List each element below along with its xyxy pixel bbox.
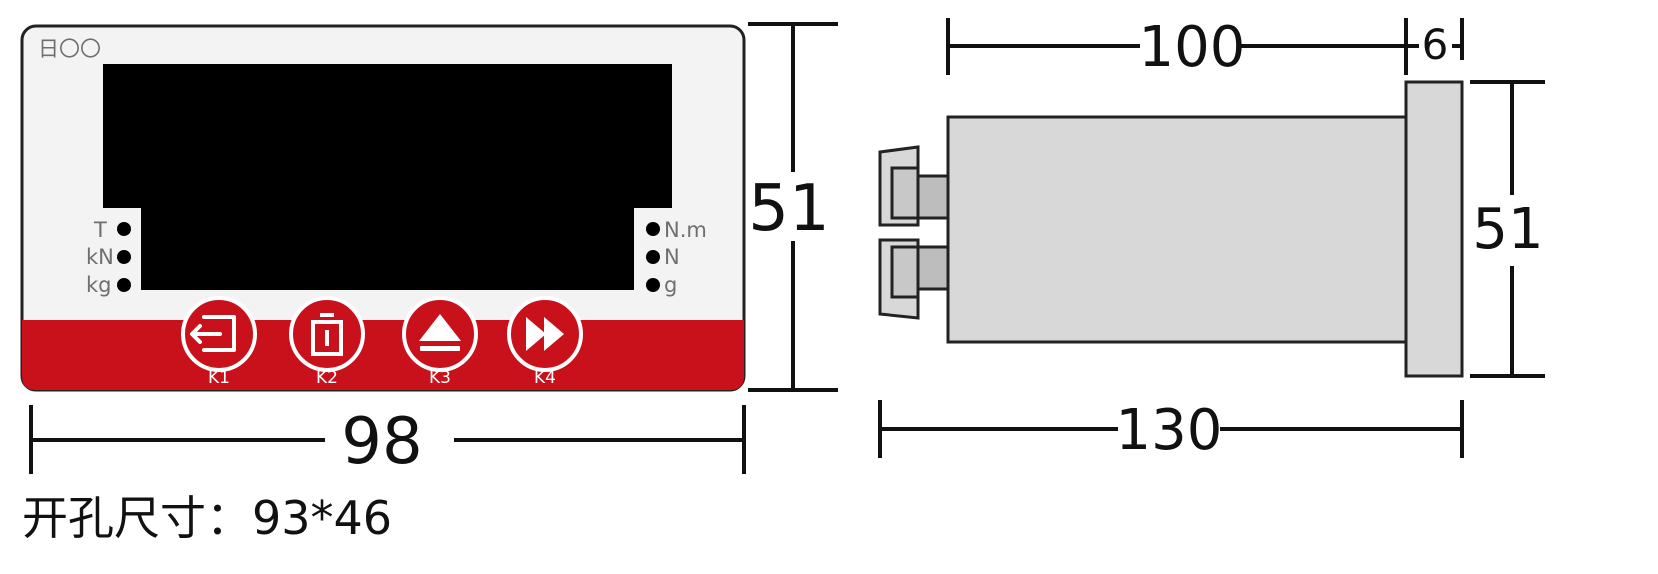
right-indicator-group: N.m N g [646,218,707,297]
side-body-length-value: 100 [1139,15,1246,80]
upper-connector [878,145,950,227]
front-width-dimension: 98 [29,405,746,479]
enter-icon [190,315,236,352]
side-height-value: 51 [1472,197,1543,262]
k2-label: K2 [316,368,338,388]
front-height-dimension: 51 [748,22,838,392]
key-k2[interactable]: K2 [289,296,365,388]
side-view [878,80,1464,378]
cutout-size-label: 开孔尺寸： [22,491,252,545]
front-flange [1404,80,1464,378]
indicator-led-kn [117,250,131,264]
key-k1[interactable]: K1 [181,296,257,388]
tare-icon [311,313,343,356]
left-indicator-group: T kN kg [86,218,131,297]
front-view: 日〇〇 T kN kg N.m N g K1 [20,24,746,392]
display-window [103,64,672,290]
indicator-label-t: T [93,218,107,242]
lower-connector [878,238,950,320]
indicator-label-n: N [664,245,680,269]
front-height-value: 51 [748,172,829,246]
brand-mark: 日〇〇 [38,37,101,61]
indicator-label-g: g [664,273,677,297]
cutout-size-caption: 开孔尺寸：93*46 [22,488,392,548]
indicator-label-nm: N.m [664,218,707,242]
flange-thickness-value: 6 [1422,20,1449,69]
k4-label: K4 [534,368,556,388]
indicator-led-g [646,278,660,292]
indicator-label-kn: kN [86,245,114,269]
front-width-value: 98 [341,405,422,479]
k3-label: K3 [429,368,451,388]
fast-forward-icon [526,317,564,351]
indicator-led-n [646,250,660,264]
key-k4[interactable]: K4 [507,296,583,388]
key-k3[interactable]: K3 [402,296,478,388]
indicator-led-nm [646,222,660,236]
side-total-length-value: 130 [1116,398,1223,463]
side-body-length-dimension: 100 [946,15,1408,80]
indicator-label-kg: kg [86,273,112,297]
key-strip [22,320,744,390]
indicator-led-kg [117,278,131,292]
eject-up-icon [419,314,461,351]
k1-label: K1 [208,368,230,388]
side-body [946,115,1408,344]
cutout-size-value: 93*46 [252,491,393,545]
side-total-length-dimension: 130 [878,398,1464,463]
flange-thickness-dimension: 6 [1406,18,1464,69]
side-height-dimension: 51 [1470,80,1545,378]
indicator-led-t [117,222,131,236]
